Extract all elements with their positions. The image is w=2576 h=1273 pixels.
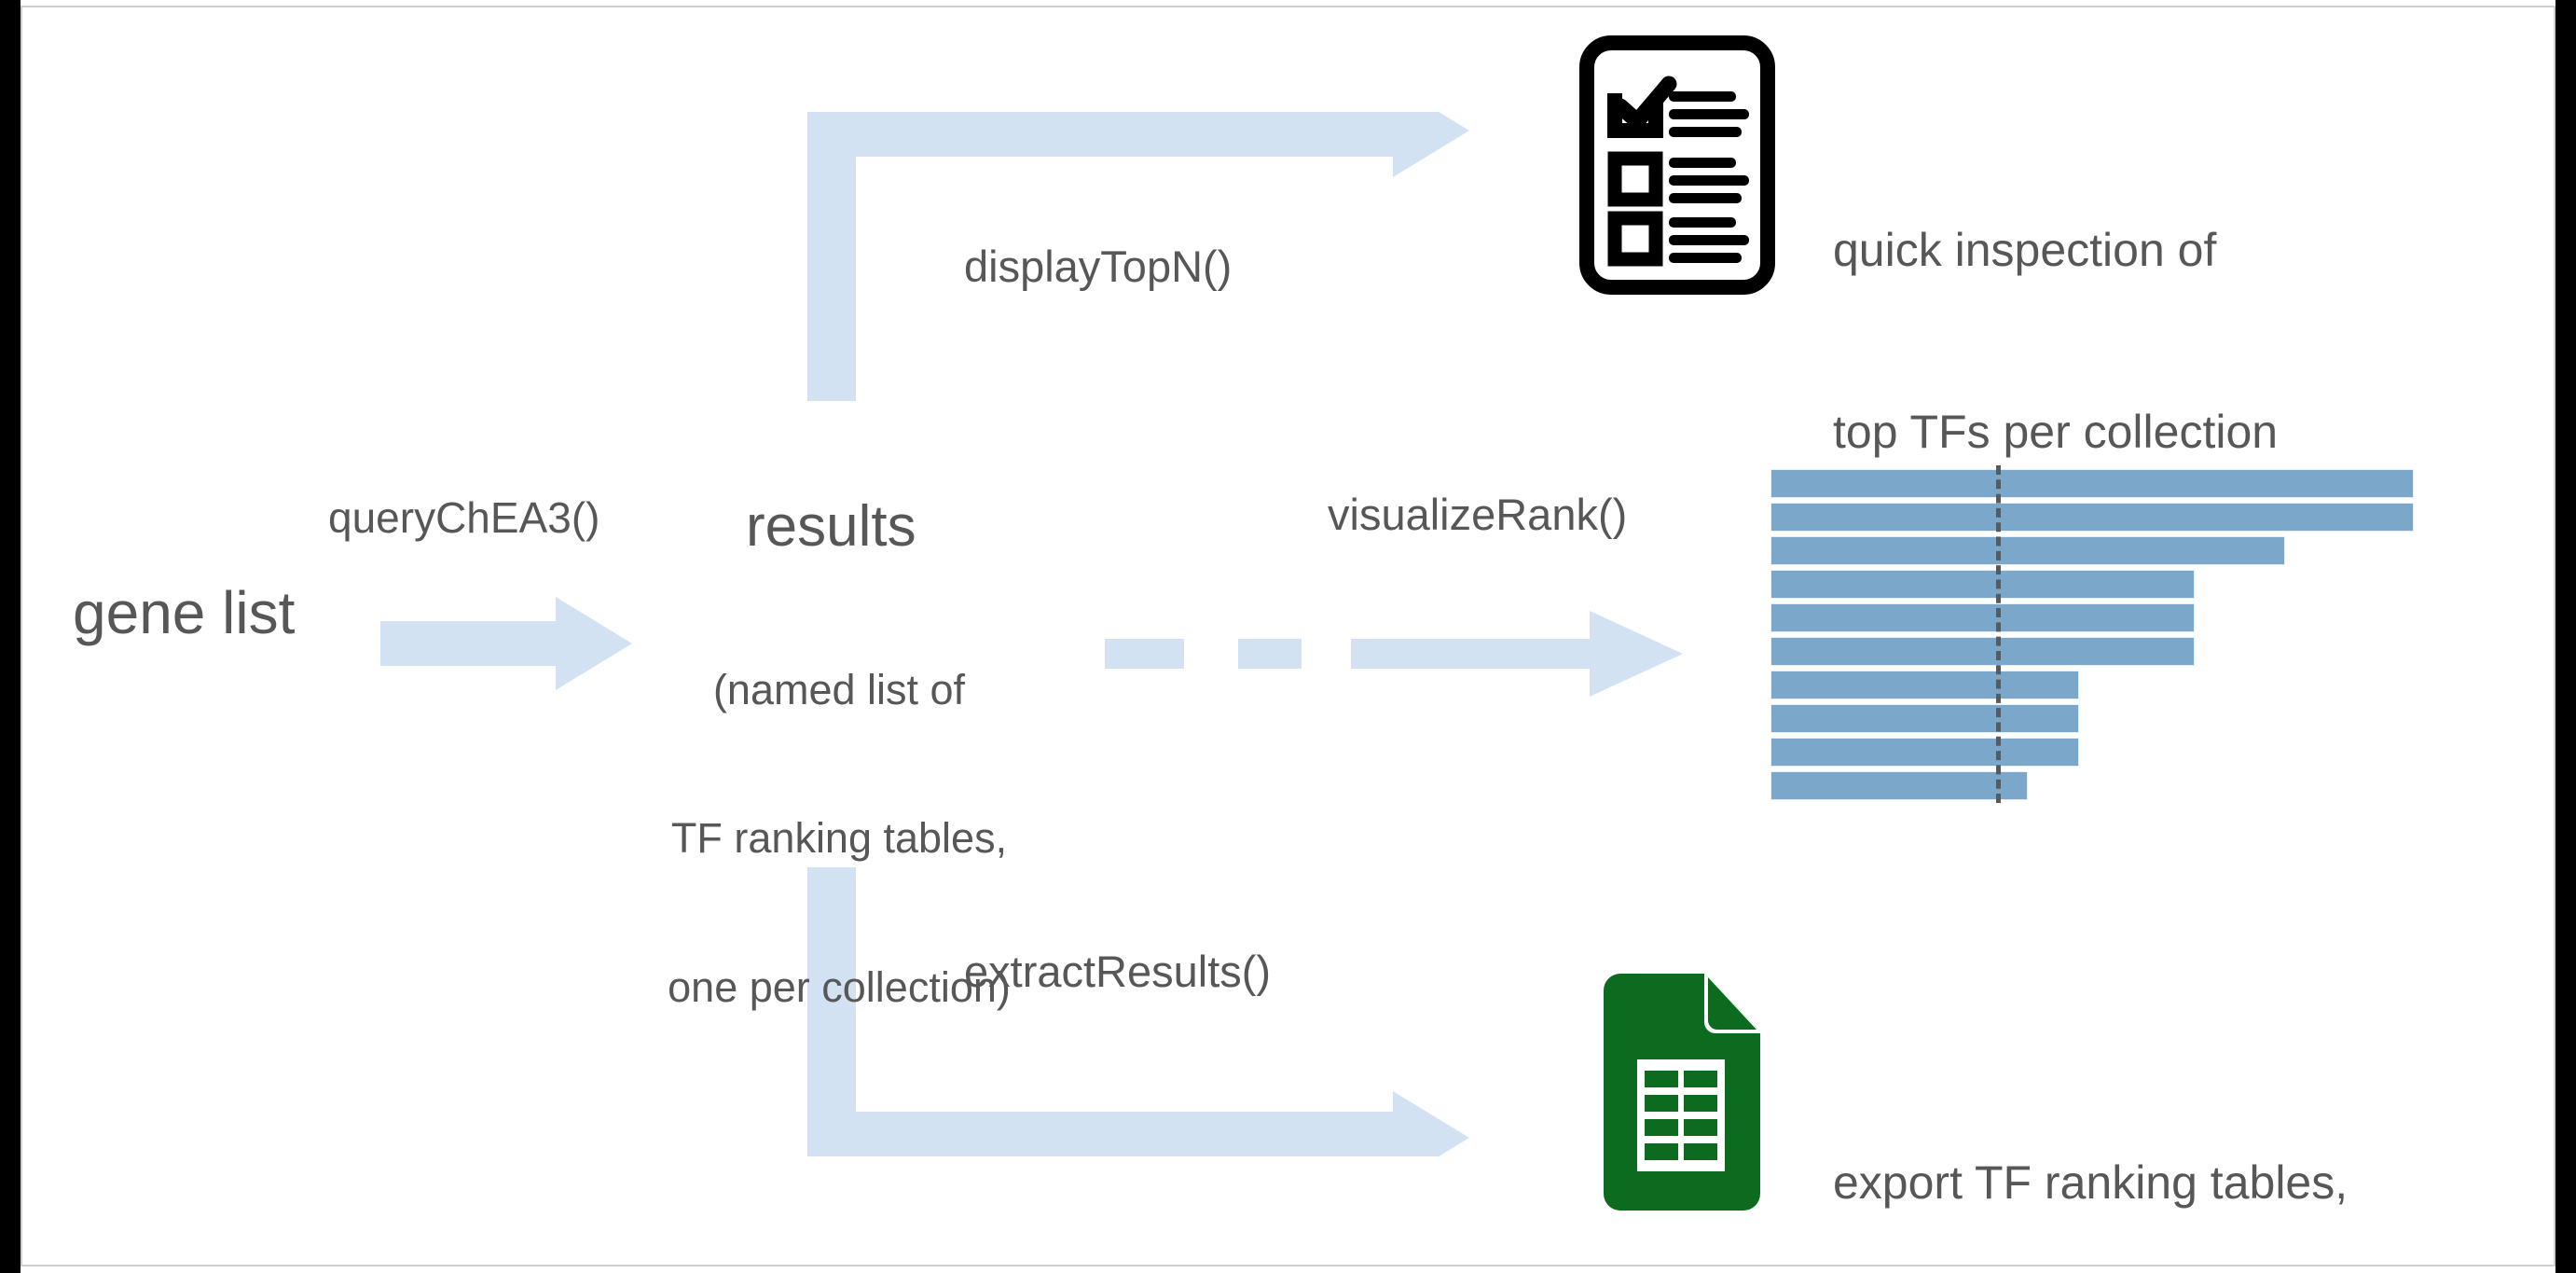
bar (1770, 637, 2196, 666)
bar (1770, 536, 2285, 565)
bar-chart-row (1770, 570, 2414, 599)
visualize-rank-label: visualizeRank() (1328, 490, 1628, 539)
results-label: results (746, 494, 916, 559)
bar-chart-row (1770, 671, 2414, 699)
bar-chart-rows (1770, 469, 2414, 800)
arrow-display-topn (807, 112, 1469, 401)
bar-chart-row (1770, 704, 2414, 733)
arrow-query-chea3 (380, 597, 632, 690)
results-description: (named list of TF ranking tables, one pe… (643, 566, 1035, 1111)
gene-list-label: gene list (73, 579, 296, 646)
checklist-document-icon (1579, 35, 1775, 295)
arrow-extract-results (807, 867, 1469, 1156)
bar-chart-reference-line (1995, 465, 2001, 803)
bar-chart-row (1770, 503, 2414, 532)
bar (1770, 603, 2196, 632)
rank-bar-chart (1770, 465, 2414, 803)
spreadsheet-export-caption-line-1: export TF ranking tables, (1833, 1156, 2349, 1209)
display-topn-label: displayTopN() (964, 242, 1233, 291)
quick-inspection-caption-line-2: top TFs per collection (1833, 406, 2279, 458)
extract-results-label: extractResults() (964, 947, 1272, 996)
bar (1770, 570, 2196, 599)
bar-chart-row (1770, 738, 2414, 767)
bar-chart-row (1770, 771, 2414, 800)
quick-inspection-caption-line-1: quick inspection of (1833, 224, 2217, 276)
spreadsheet-file-icon (1604, 974, 1760, 1211)
results-description-line-1: (named list of (712, 666, 966, 714)
quick-inspection-caption: quick inspection of top TFs per collecti… (1833, 99, 2278, 584)
bar (1770, 738, 2080, 767)
bar (1770, 671, 2080, 699)
results-description-line-2: TF ranking tables, (670, 814, 1008, 863)
arrow-visualize-rank (1105, 611, 1683, 697)
bar (1770, 704, 2080, 733)
bar (1770, 503, 2414, 532)
results-description-line-3: one per collection) (668, 962, 1011, 1011)
bar-chart-row (1770, 469, 2414, 498)
spreadsheet-export-caption: export TF ranking tables, one sheet per … (1833, 1031, 2348, 1273)
query-chea3-label: queryChEA3() (328, 493, 600, 542)
bar-chart-row (1770, 603, 2414, 632)
bar (1770, 469, 2414, 498)
bar-chart-row (1770, 637, 2414, 666)
bar-chart-row (1770, 536, 2414, 565)
bar (1770, 771, 2028, 800)
